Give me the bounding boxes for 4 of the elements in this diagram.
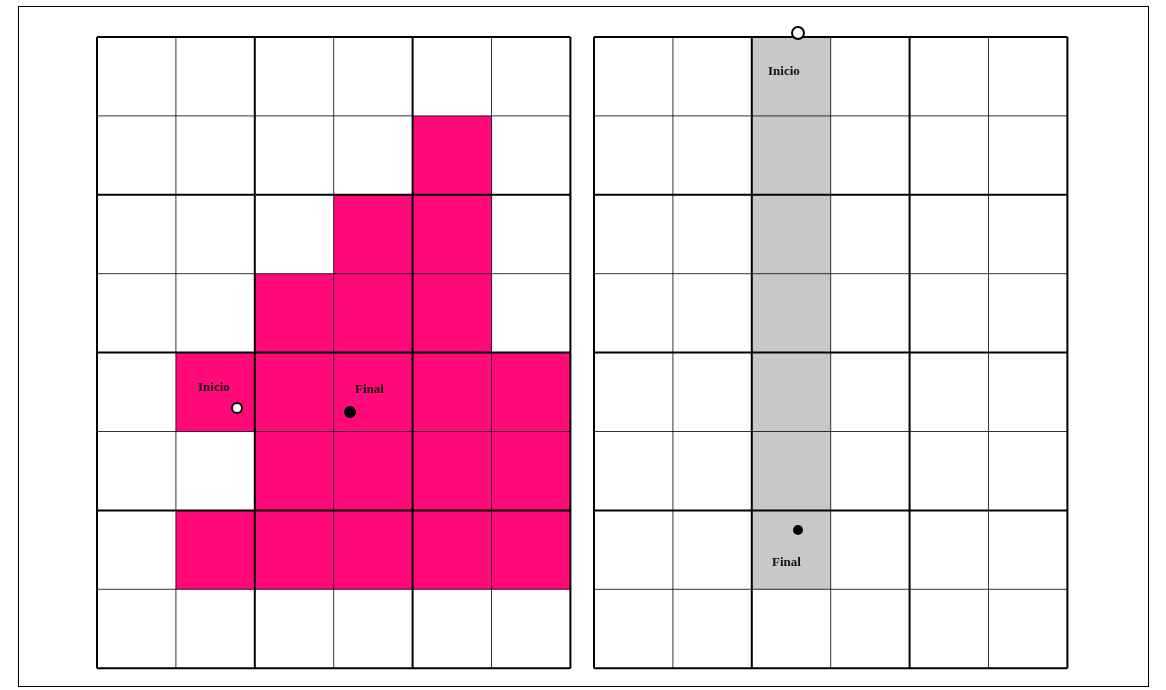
point-label: Final [772,555,801,568]
point-label: Final [355,382,384,395]
point-label: Inicio [198,380,230,393]
point-label: Inicio [768,64,800,77]
